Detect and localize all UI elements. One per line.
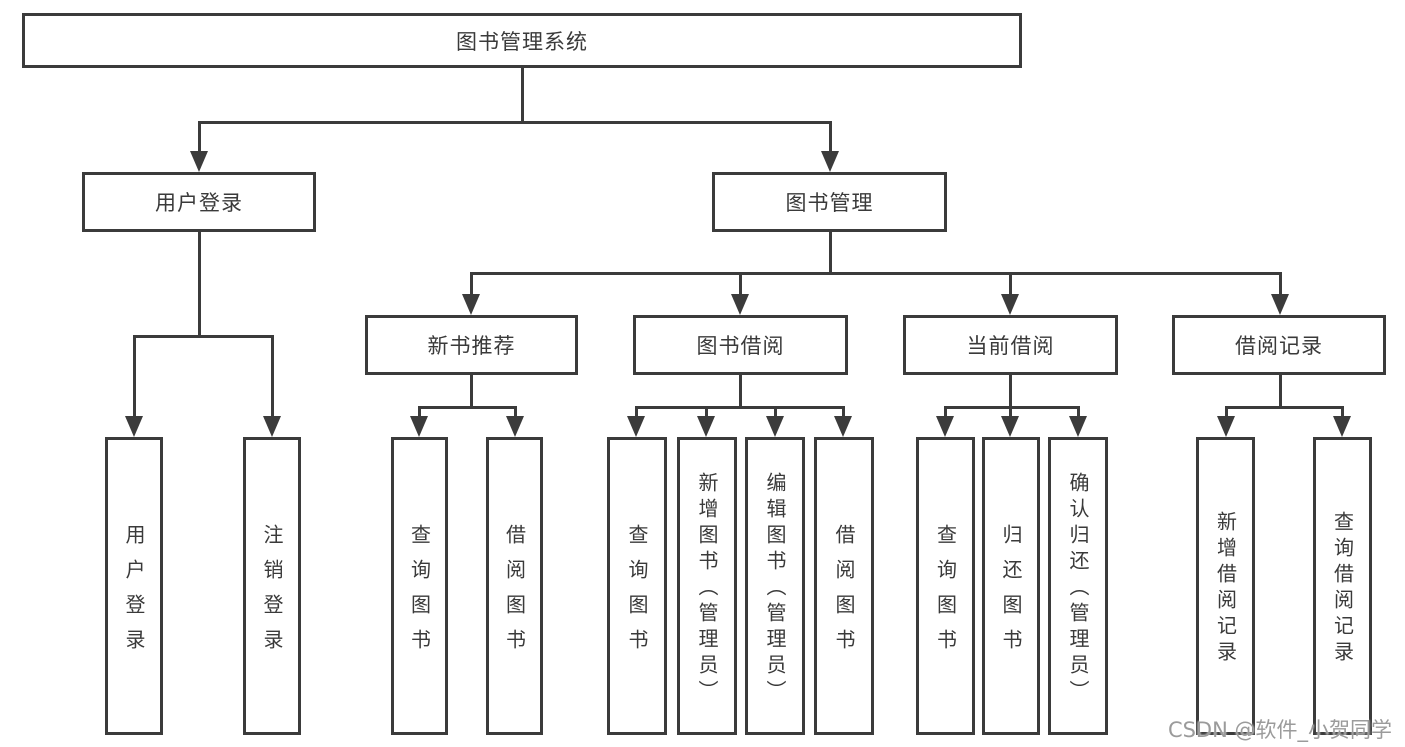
node-leaf-bb-query: 查询图书 (607, 437, 667, 735)
arrow-down-icon (462, 294, 480, 315)
node-leaf-bb-borrow: 借阅图书 (814, 437, 874, 735)
arrow-down-icon (125, 416, 143, 437)
node-leaf-br-query: 查询借阅记录 (1313, 437, 1372, 735)
node-leaf-logout: 注销登录 (243, 437, 301, 735)
arrow-shaft (1278, 273, 1282, 297)
arrow-down-icon (1069, 416, 1087, 437)
node-leaf-cb-confirm: 确认归还（管理员） (1048, 437, 1108, 735)
node-label: 图书管理系统 (456, 29, 588, 54)
arrow-shaft (738, 273, 742, 297)
connector-vline (1008, 375, 1012, 409)
connector-vline (469, 375, 473, 409)
connector-hline (197, 120, 832, 124)
arrow-shaft (417, 407, 421, 419)
connector-hline (417, 405, 517, 409)
node-label: 编辑图书（管理员） (763, 472, 787, 706)
node-label: 图书借阅 (696, 334, 785, 358)
arrow-down-icon (834, 416, 852, 437)
csdn-watermark: CSDN @软件_小贺同学 (1167, 718, 1392, 742)
node-label: 图书管理 (785, 191, 874, 215)
node-label: 查询图书 (625, 523, 649, 664)
node-label: 借阅记录 (1235, 334, 1323, 358)
connector-hline (943, 405, 1080, 409)
arrow-down-icon (506, 416, 524, 437)
arrow-down-icon (1001, 416, 1019, 437)
connector-hline (132, 334, 274, 338)
arrow-shaft (634, 407, 638, 419)
connector-hline (634, 405, 845, 409)
arrow-shaft (132, 336, 136, 419)
arrow-shaft (1340, 407, 1344, 419)
connector-vline (197, 232, 201, 338)
connector-vline (828, 232, 832, 275)
arrow-down-icon (190, 151, 208, 172)
arrow-shaft (469, 273, 473, 297)
node-current-borrow: 当前借阅 (903, 315, 1118, 375)
node-leaf-user-login: 用户登录 (105, 437, 163, 735)
arrow-shaft (1224, 407, 1228, 419)
arrow-shaft (1008, 407, 1012, 419)
node-leaf-cb-query: 查询图书 (916, 437, 975, 735)
arrow-down-icon (936, 416, 954, 437)
node-label: 当前借阅 (966, 334, 1055, 358)
arrow-down-icon (1271, 294, 1289, 315)
node-label: 查询借阅记录 (1330, 511, 1355, 667)
node-book-borrow: 图书借阅 (633, 315, 848, 375)
node-borrow-records: 借阅记录 (1172, 315, 1386, 375)
arrow-down-icon (821, 151, 839, 172)
arrow-down-icon (263, 416, 281, 437)
arrow-shaft (943, 407, 947, 419)
node-label: 新增借阅记录 (1213, 511, 1238, 667)
arrow-shaft (704, 407, 708, 419)
node-label: 查询图书 (933, 523, 958, 664)
arrow-shaft (828, 122, 832, 154)
node-leaf-br-add: 新增借阅记录 (1196, 437, 1255, 735)
arrow-shaft (773, 407, 777, 419)
node-root: 图书管理系统 (22, 13, 1022, 68)
arrow-shaft (1076, 407, 1080, 419)
arrow-shaft (197, 122, 201, 154)
arrow-shaft (513, 407, 517, 419)
connector-vline (1278, 375, 1282, 409)
connector-vline (738, 375, 742, 409)
arrow-shaft (1008, 273, 1012, 297)
node-label: 注销登录 (260, 523, 284, 664)
connector-vline (520, 68, 524, 124)
node-label: 用户登录 (122, 523, 146, 664)
arrow-down-icon (627, 416, 645, 437)
node-label: 借阅图书 (832, 523, 856, 664)
arrow-down-icon (1217, 416, 1235, 437)
arrow-down-icon (697, 416, 715, 437)
arrow-down-icon (1001, 294, 1019, 315)
arrow-shaft (270, 336, 274, 419)
node-label: 借阅图书 (502, 523, 527, 664)
node-leaf-bb-edit: 编辑图书（管理员） (745, 437, 805, 735)
connector-hline (1224, 405, 1344, 409)
node-book-mgmt: 图书管理 (712, 172, 947, 232)
arrow-down-icon (410, 416, 428, 437)
node-label: 查询图书 (407, 523, 432, 664)
node-label: 新增图书（管理员） (695, 472, 719, 706)
node-new-book-rec: 新书推荐 (365, 315, 578, 375)
arrow-down-icon (1333, 416, 1351, 437)
node-label: 确认归还（管理员） (1066, 472, 1090, 706)
node-leaf-nb-query: 查询图书 (391, 437, 448, 735)
connector-hline (469, 271, 1282, 275)
node-user-login: 用户登录 (82, 172, 316, 232)
arrow-shaft (841, 407, 845, 419)
arrow-down-icon (731, 294, 749, 315)
arrow-down-icon (766, 416, 784, 437)
node-label: 归还图书 (999, 523, 1023, 664)
node-leaf-nb-borrow: 借阅图书 (486, 437, 543, 735)
node-leaf-bb-add: 新增图书（管理员） (677, 437, 737, 735)
node-label: 新书推荐 (427, 334, 516, 358)
node-label: 用户登录 (155, 191, 243, 215)
node-leaf-cb-return: 归还图书 (982, 437, 1040, 735)
